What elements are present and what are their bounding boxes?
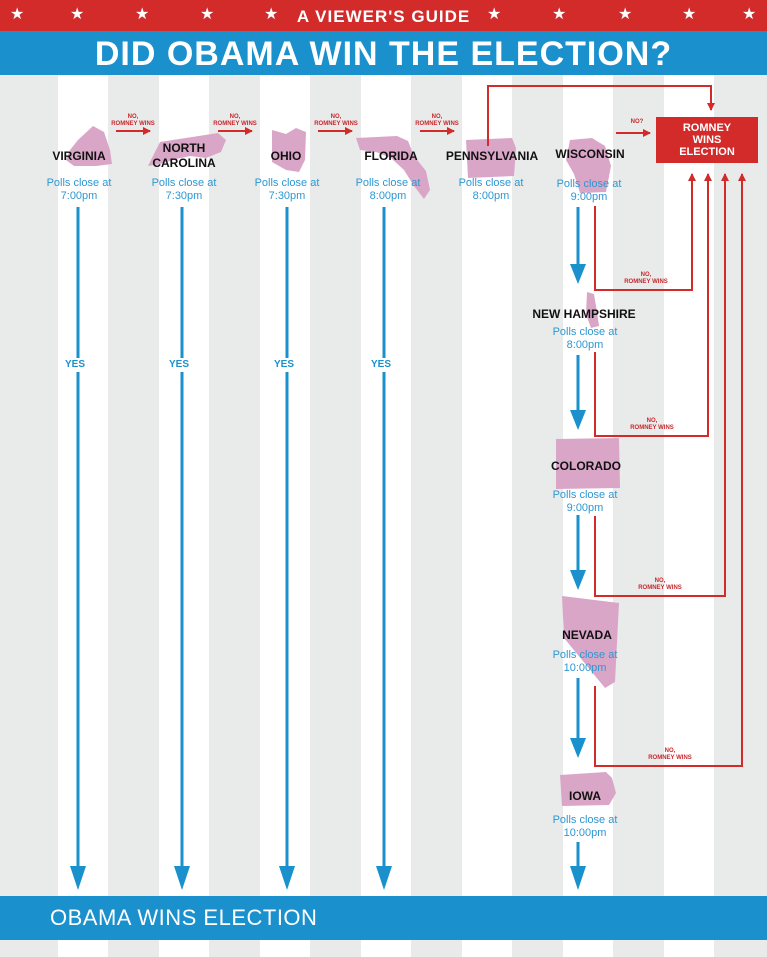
star-icon: ★ xyxy=(200,6,215,23)
state-iowa: IOWA xyxy=(569,789,601,803)
virginia-shape xyxy=(66,126,112,166)
polls-time: 7:30pm xyxy=(268,190,306,202)
star-icon: ★ xyxy=(618,6,633,23)
polls-prefix: Polls close at xyxy=(552,489,618,501)
new-hampshire-shape xyxy=(586,292,599,328)
state-north-carolina-line2: CAROLINA xyxy=(152,156,216,170)
no-label: NO,ROMNEY WINS xyxy=(213,114,257,127)
no-label: NO,ROMNEY WINS xyxy=(314,114,358,127)
romney-wins-box: ROMNEY WINS ELECTION xyxy=(656,117,758,163)
state-colorado: COLORADO xyxy=(551,459,621,473)
state-virginia: VIRGINIA xyxy=(52,149,106,163)
no-label: NO,ROMNEY WINS xyxy=(111,114,155,127)
polls-prefix: Polls close at xyxy=(552,326,618,338)
north-carolina-shape xyxy=(148,133,226,166)
no-label: NO,ROMNEY WINS xyxy=(415,114,459,127)
yes-arrows xyxy=(70,207,586,890)
star-icon: ★ xyxy=(487,6,502,23)
guide-heading: A VIEWER'S GUIDE xyxy=(296,7,471,26)
no-question-label: NO? xyxy=(630,119,644,125)
star-icon: ★ xyxy=(135,6,150,23)
page-title: DID OBAMA WIN THE ELECTION? xyxy=(94,35,673,73)
star-icon: ★ xyxy=(682,6,697,23)
polls-prefix: Polls close at xyxy=(552,649,618,661)
star-icon: ★ xyxy=(264,6,279,23)
polls-prefix: Polls close at xyxy=(552,814,618,826)
no-label: NO,ROMNEY WINS xyxy=(648,748,692,761)
polls-time: 8:00pm xyxy=(566,339,604,351)
wisconsin-shape xyxy=(566,138,611,193)
polls-time: 7:00pm xyxy=(60,190,98,202)
no-label: NO,ROMNEY WINS xyxy=(638,578,682,591)
polls-prefix: Polls close at xyxy=(355,177,421,189)
star-icon: ★ xyxy=(552,6,567,23)
state-ohio: OHIO xyxy=(270,149,302,163)
state-wisconsin: WISCONSIN xyxy=(555,147,625,161)
polls-time: 8:00pm xyxy=(472,190,510,202)
polls-prefix: Polls close at xyxy=(254,177,320,189)
star-icon: ★ xyxy=(742,6,757,23)
pennsylvania-shape xyxy=(466,138,516,178)
star-icon: ★ xyxy=(10,6,25,23)
polls-time: 8:00pm xyxy=(369,190,407,202)
polls-time: 7:30pm xyxy=(165,190,203,202)
florida-shape xyxy=(356,136,430,199)
polls-prefix: Polls close at xyxy=(458,177,524,189)
star-icon: ★ xyxy=(70,6,85,23)
yes-label: YES xyxy=(63,358,88,372)
yes-label: YES xyxy=(167,358,192,372)
polls-prefix: Polls close at xyxy=(556,178,622,190)
no-arrows xyxy=(116,85,746,767)
iowa-shape xyxy=(560,772,616,806)
state-north-carolina: NORTH xyxy=(162,141,206,155)
nevada-shape xyxy=(562,596,619,688)
polls-time: 10:00pm xyxy=(563,827,607,839)
no-label: NO,ROMNEY WINS xyxy=(630,418,674,431)
colorado-shape xyxy=(556,438,620,489)
footer-bar xyxy=(0,896,767,940)
state-new-hampshire: NEW HAMPSHIRE xyxy=(532,307,636,321)
header-red-bar xyxy=(0,0,767,36)
polls-time: 10:00pm xyxy=(563,662,607,674)
title-bar xyxy=(0,31,767,75)
polls-time: 9:00pm xyxy=(570,191,608,203)
state-pennsylvania: PENNSYLVANIA xyxy=(445,149,539,163)
yes-label: YES xyxy=(272,358,297,372)
obama-wins-label: OBAMA WINS ELECTION xyxy=(50,905,318,930)
no-label: NO,ROMNEY WINS xyxy=(624,272,668,285)
state-nevada: NEVADA xyxy=(562,628,612,642)
polls-time: 9:00pm xyxy=(566,502,604,514)
polls-prefix: Polls close at xyxy=(46,177,112,189)
ohio-shape xyxy=(272,128,306,172)
polls-prefix: Polls close at xyxy=(151,177,217,189)
yes-label: YES xyxy=(369,358,394,372)
state-florida: FLORIDA xyxy=(364,149,418,163)
